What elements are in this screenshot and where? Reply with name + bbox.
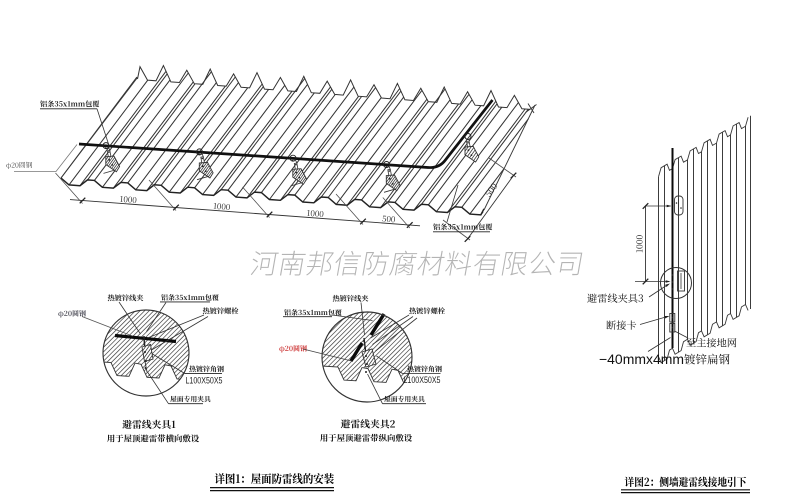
svg-text:−40mmx4mm: −40mmx4mm (599, 351, 684, 367)
svg-text:L100X50X5: L100X50X5 (186, 376, 223, 386)
svg-text:L100X50X5: L100X50X5 (404, 375, 441, 385)
